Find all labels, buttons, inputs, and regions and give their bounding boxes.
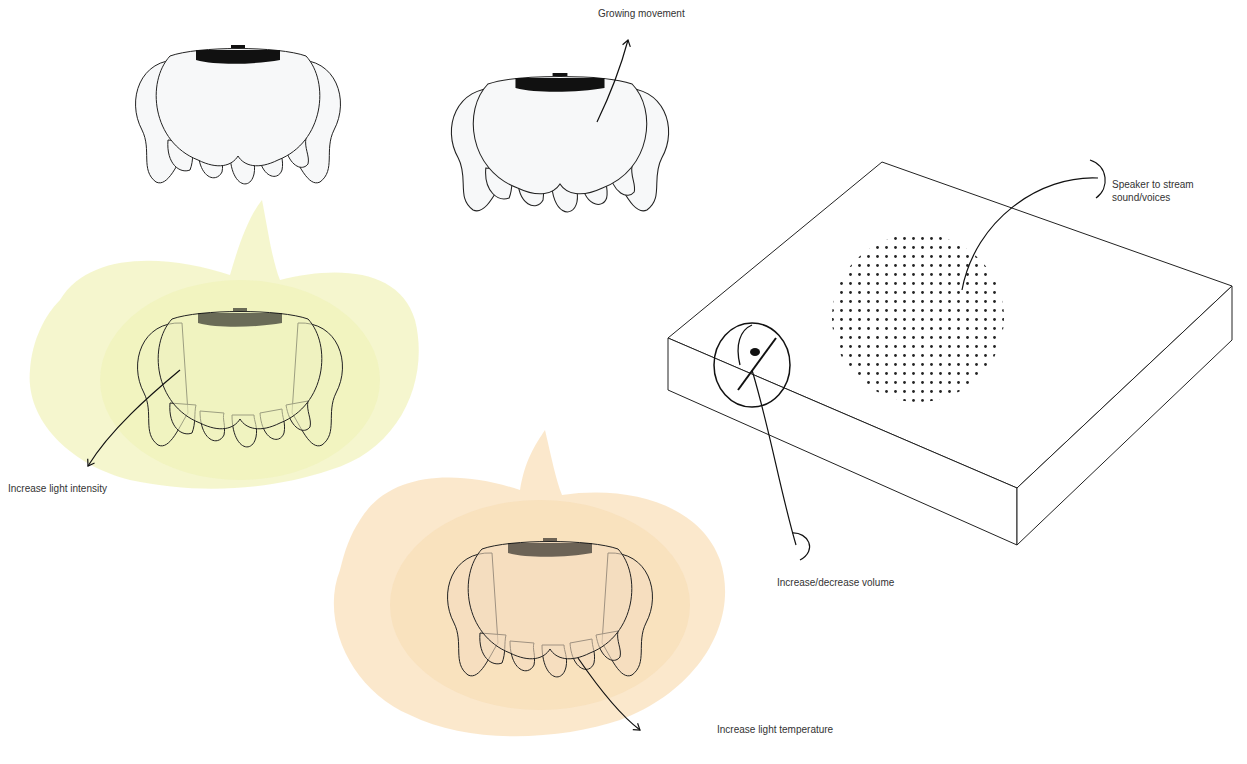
speaker-label: Speaker to stream sound/voices: [1112, 178, 1212, 204]
volume-label: Increase/decrease volume: [777, 576, 894, 589]
growth-label: Growing movement: [598, 7, 685, 20]
intensity-label: Increase light intensity: [8, 482, 107, 495]
temperature-label: Increase light temperature: [717, 723, 833, 736]
